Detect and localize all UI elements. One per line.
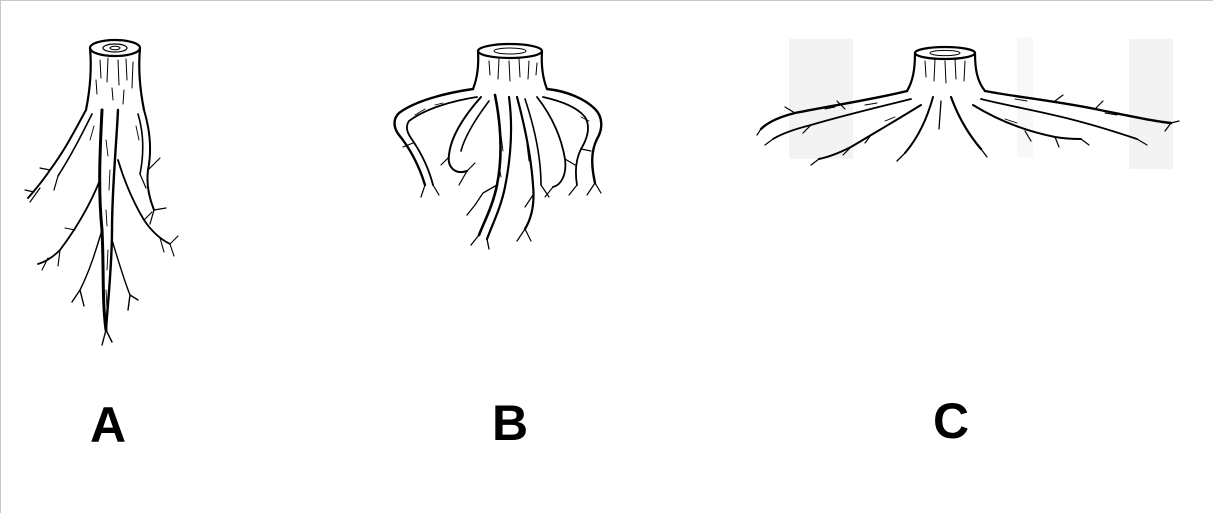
root-panel-b	[385, 35, 625, 250]
panel-label-a: A	[90, 400, 126, 450]
lateral-flat-root-stump-icon	[755, 35, 1185, 175]
taproot-stump-icon	[20, 30, 190, 350]
root-panel-c	[755, 35, 1185, 175]
heart-root-stump-icon	[385, 35, 625, 250]
root-panel-a	[20, 30, 190, 350]
panel-label-c: C	[933, 396, 969, 446]
panel-label-b: B	[492, 398, 528, 448]
